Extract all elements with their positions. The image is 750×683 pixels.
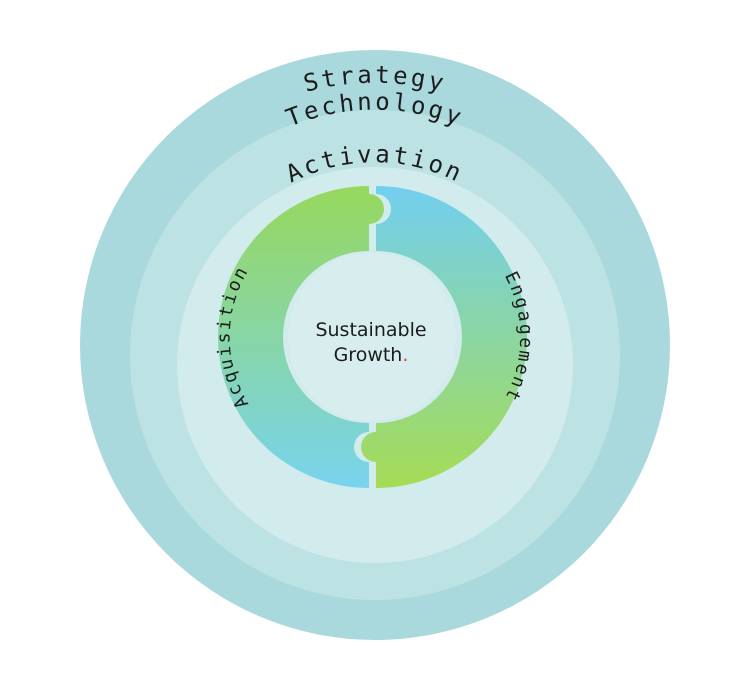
center-title-line1: Sustainable (315, 319, 426, 341)
center-growth-text: Growth (334, 344, 403, 366)
center-circle (288, 253, 456, 421)
center-title-line2: Growth. (334, 344, 409, 366)
center-accent-dot: . (402, 344, 408, 366)
engagement-arc (361, 186, 527, 488)
acquisition-arc (218, 186, 384, 488)
